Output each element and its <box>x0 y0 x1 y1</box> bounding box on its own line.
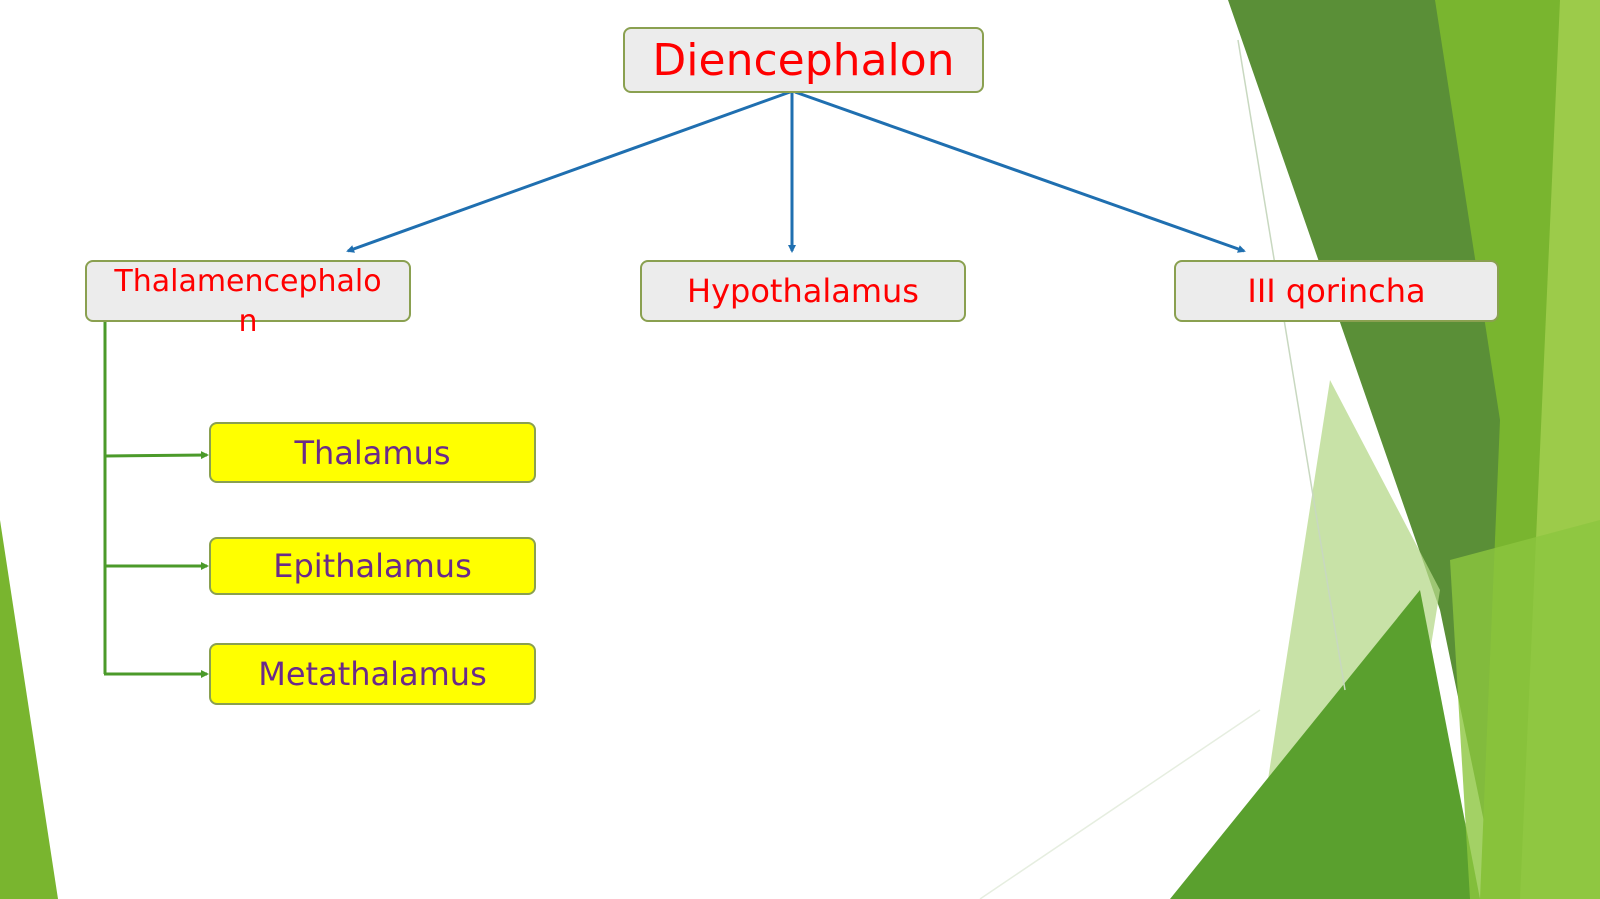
node-diencephalon-label: Diencephalon <box>652 34 955 86</box>
node-hypothalamus-label: Hypothalamus <box>687 272 919 310</box>
node-epithalamus: Epithalamus <box>209 537 536 595</box>
bottom-right-green-wedge <box>1170 590 1480 899</box>
node-epithalamus-label: Epithalamus <box>273 547 472 585</box>
arrow-to-thalamus <box>104 451 209 460</box>
node-thalamus: Thalamus <box>209 422 536 483</box>
node-diencephalon: Diencephalon <box>623 27 984 93</box>
decor-thin-line <box>1237 39 1346 691</box>
bottom-right-light-wedge <box>1450 520 1600 899</box>
arrow-root-to-thalamencephalon <box>346 90 791 253</box>
node-iii-qorincha-label: III qorincha <box>1247 272 1426 310</box>
node-iii-qorincha: III qorincha <box>1174 260 1499 322</box>
node-thalamencephalon-label: Thalamencephalon <box>114 264 382 339</box>
node-thalamus-label: Thalamus <box>294 433 451 472</box>
node-thalamencephalon: Thalamencephalon <box>85 260 411 339</box>
left-green-wedge <box>0 520 58 899</box>
node-metathalamus: Metathalamus <box>209 643 536 705</box>
arrow-root-to-iii-qorincha <box>794 90 1246 253</box>
decor-thin-line-bottom <box>979 709 1261 899</box>
node-metathalamus-label: Metathalamus <box>258 655 487 693</box>
node-hypothalamus: Hypothalamus <box>640 260 966 322</box>
